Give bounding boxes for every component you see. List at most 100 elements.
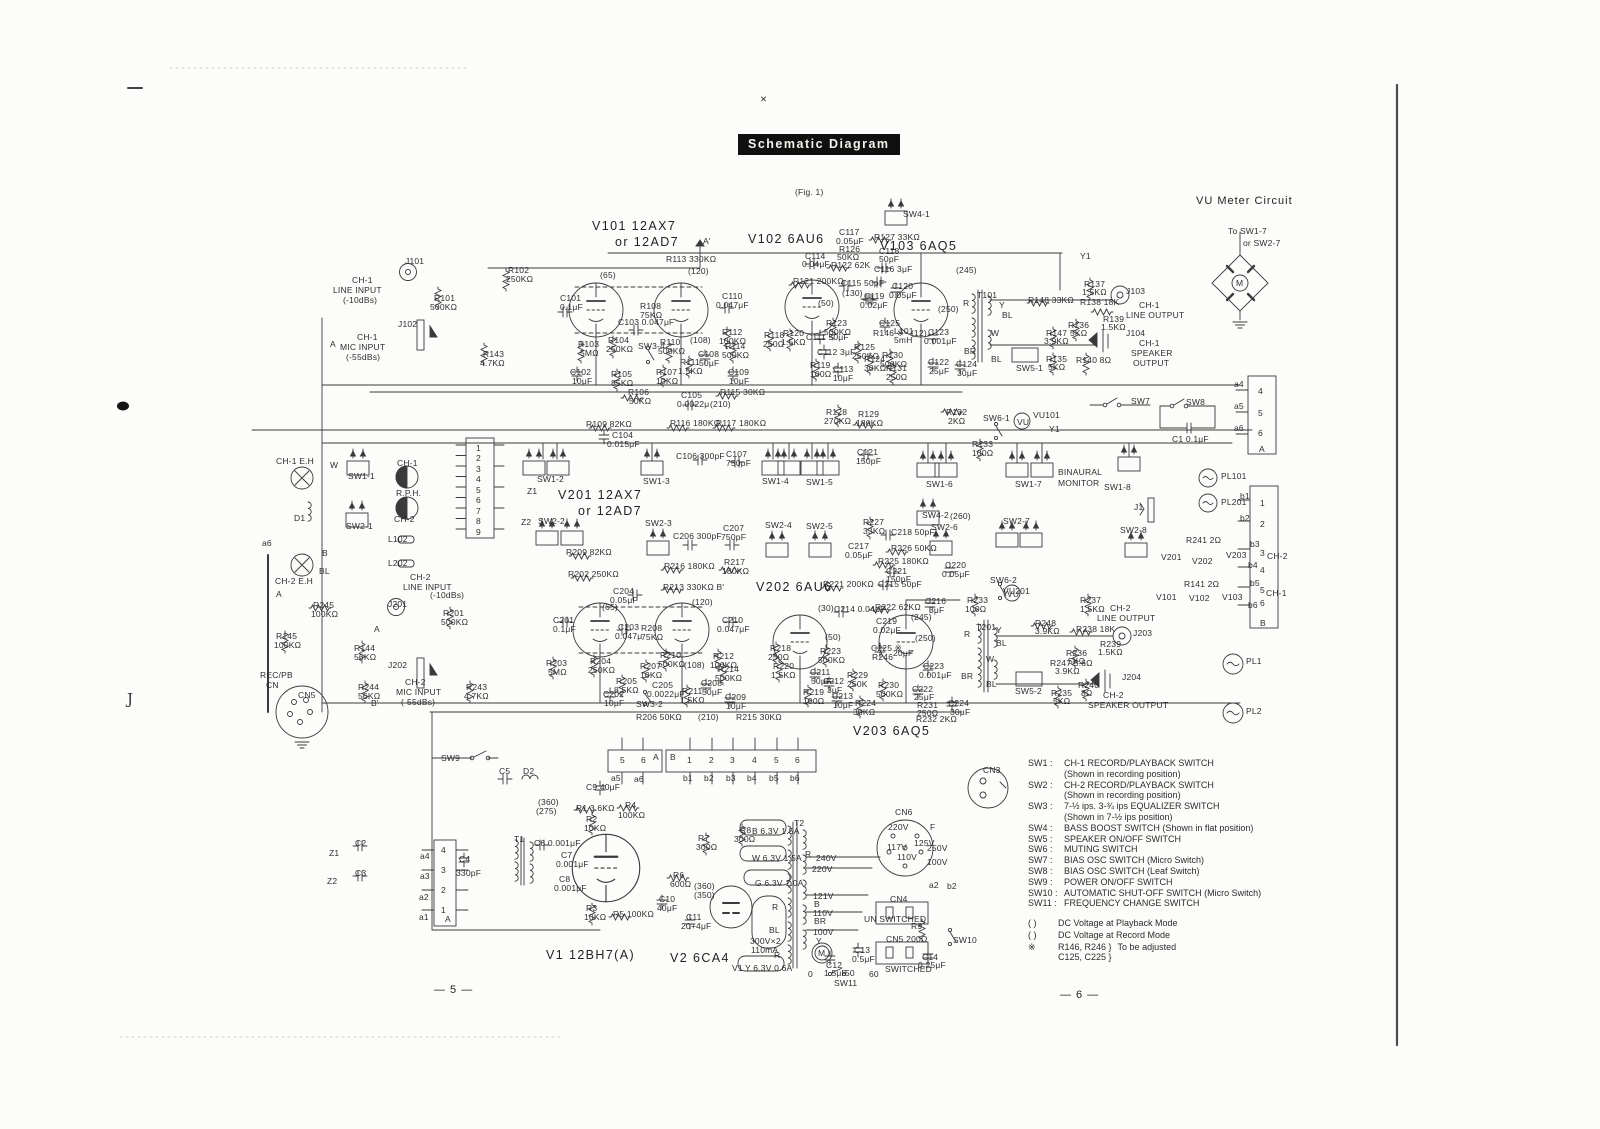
schematic-label: 5	[774, 755, 779, 765]
page-title: Schematic Diagram	[738, 134, 900, 155]
schematic-label: A	[653, 752, 659, 762]
schematic-label: C121	[857, 447, 879, 457]
schematic-label: 40μF	[657, 903, 678, 913]
schematic-label: 0.05μF	[889, 290, 917, 300]
schematic-label: 2	[1260, 519, 1265, 529]
schematic-label: 10μF	[604, 698, 625, 708]
schematic-label: R219	[803, 687, 825, 697]
schematic-label: PL101	[1221, 471, 1247, 481]
schematic-label: R1 3.6KΩ	[576, 803, 615, 813]
schematic-label: C207	[723, 523, 745, 533]
legend-note-text: R146, R246 }C125, C225 }	[1058, 941, 1112, 963]
schematic-label: R138 18K	[1080, 297, 1120, 307]
schematic-label: R129	[858, 409, 880, 419]
schematic-label: 2	[441, 885, 446, 895]
schematic-label: V2 6CA4	[670, 951, 730, 965]
schematic-label: R121 200KΩ	[793, 276, 844, 286]
schematic-label: 500KΩ	[441, 617, 469, 627]
schematic-label: R3	[586, 903, 598, 913]
schematic-label: R140 8Ω	[1076, 355, 1112, 365]
schematic-label: 1	[441, 905, 446, 915]
schematic-label: 85KΩ	[611, 378, 634, 388]
schematic-label: BL	[996, 638, 1007, 648]
schematic-label: R	[805, 849, 812, 859]
schematic-label: b6	[1248, 600, 1258, 610]
schematic-label: C219	[876, 616, 898, 626]
schematic-label: R246	[872, 652, 894, 662]
legend-switch-id: SW9 :	[1028, 876, 1053, 887]
schematic-label: R123	[826, 318, 848, 328]
schematic-label: 30KΩ	[864, 363, 887, 373]
schematic-label: R106	[628, 387, 650, 397]
schematic-label: C13	[854, 945, 871, 955]
schematic-label: VU Meter Circuit	[1196, 195, 1293, 207]
schematic-label: (30)	[818, 603, 834, 613]
schematic-label: SW2-1	[346, 521, 373, 531]
schematic-label: R227	[863, 517, 885, 527]
schematic-label: R132	[946, 407, 968, 417]
schematic-label: 500KΩ	[824, 327, 852, 337]
schematic-label: b3	[726, 773, 736, 783]
schematic-label: 10μF	[833, 700, 854, 710]
schematic-label: 0.5μF	[852, 954, 875, 964]
schematic-label: T201	[976, 622, 997, 632]
schematic-label: J204	[1122, 672, 1142, 682]
schematic-label: 500KΩ	[876, 689, 904, 699]
schematic-label: SPEAKER	[1131, 348, 1173, 358]
schematic-label: 6	[1258, 428, 1263, 438]
schematic-label: a3	[420, 871, 430, 881]
schematic-label: (108)	[690, 335, 711, 345]
schematic-label: R103	[578, 339, 600, 349]
schematic-label: (-10dBs)	[343, 295, 378, 305]
schematic-label: W	[330, 460, 339, 470]
schematic-label: b5	[769, 773, 779, 783]
schematic-label: 100KΩ	[719, 336, 747, 346]
schematic-label: 5KΩ	[1048, 362, 1066, 372]
schematic-label: OUTPUT	[1133, 358, 1170, 368]
schematic-label: R119	[810, 360, 831, 370]
schematic-label: C222	[912, 684, 934, 694]
legend-row: SW8 :BIAS OSC SWITCH (Leaf Switch)	[1028, 866, 1368, 877]
schematic-label: 240V	[816, 853, 837, 863]
schematic-label: R	[774, 950, 781, 960]
schematic-label: a2	[419, 892, 429, 902]
schematic-label: SW3-4	[638, 341, 665, 351]
schematic-label: 0.02μF	[873, 625, 901, 635]
schematic-label: C221	[886, 566, 908, 576]
schematic-label: 0.015μF	[607, 439, 640, 449]
schematic-label: SW6-1	[983, 413, 1010, 423]
schematic-label: L102	[388, 534, 408, 544]
schematic-label: SW10	[953, 935, 977, 945]
schematic-label: SW9	[441, 753, 461, 763]
schematic-label: R241 2Ω	[1186, 535, 1222, 545]
schematic-label: R212	[713, 651, 735, 661]
schematic-label: SW2-7	[1003, 516, 1030, 526]
schematic-label: (12)	[911, 328, 927, 338]
schematic-label: 8	[476, 516, 481, 526]
legend-switch-desc: 7-½ ips. 3-¾ ips EQUALIZER SWITCH	[1064, 801, 1220, 812]
schematic-label: V203 6AQ5	[853, 724, 931, 738]
schematic-label: C6 0.001μF	[534, 838, 581, 848]
schematic-label: 100V	[927, 857, 948, 867]
schematic-label: R233	[967, 595, 989, 605]
legend-switch-id: SW7 :	[1028, 855, 1053, 866]
schematic-label: R208	[641, 623, 663, 633]
schematic-label: (65)	[602, 602, 618, 612]
schematic-label: 500KΩ	[658, 659, 686, 669]
schematic-label: R145	[276, 631, 298, 641]
schematic-label: CN5 200Ω	[886, 934, 928, 944]
schematic-label: 1.5KΩ	[781, 337, 806, 347]
schematic-label: (108)	[684, 660, 705, 670]
schematic-label: Y	[816, 936, 822, 946]
schematic-label: T101	[977, 290, 998, 300]
schematic-label: C202	[603, 689, 625, 699]
legend-switch-id: SW4 :	[1028, 822, 1053, 833]
legend-switch-id: SW1 :	[1028, 758, 1053, 768]
schematic-label: C125	[879, 318, 901, 328]
schematic-label: C104	[612, 430, 634, 440]
schematic-label: C209	[725, 692, 747, 702]
schematic-label: Y 6.3V 0.6A	[745, 963, 793, 973]
schematic-label: J203	[1133, 628, 1153, 638]
switch-legend: SW1 :CH-1 RECORD/PLAYBACK SWITCH(Shown i…	[1028, 758, 1368, 963]
schematic-label: 10KΩ	[640, 670, 663, 680]
